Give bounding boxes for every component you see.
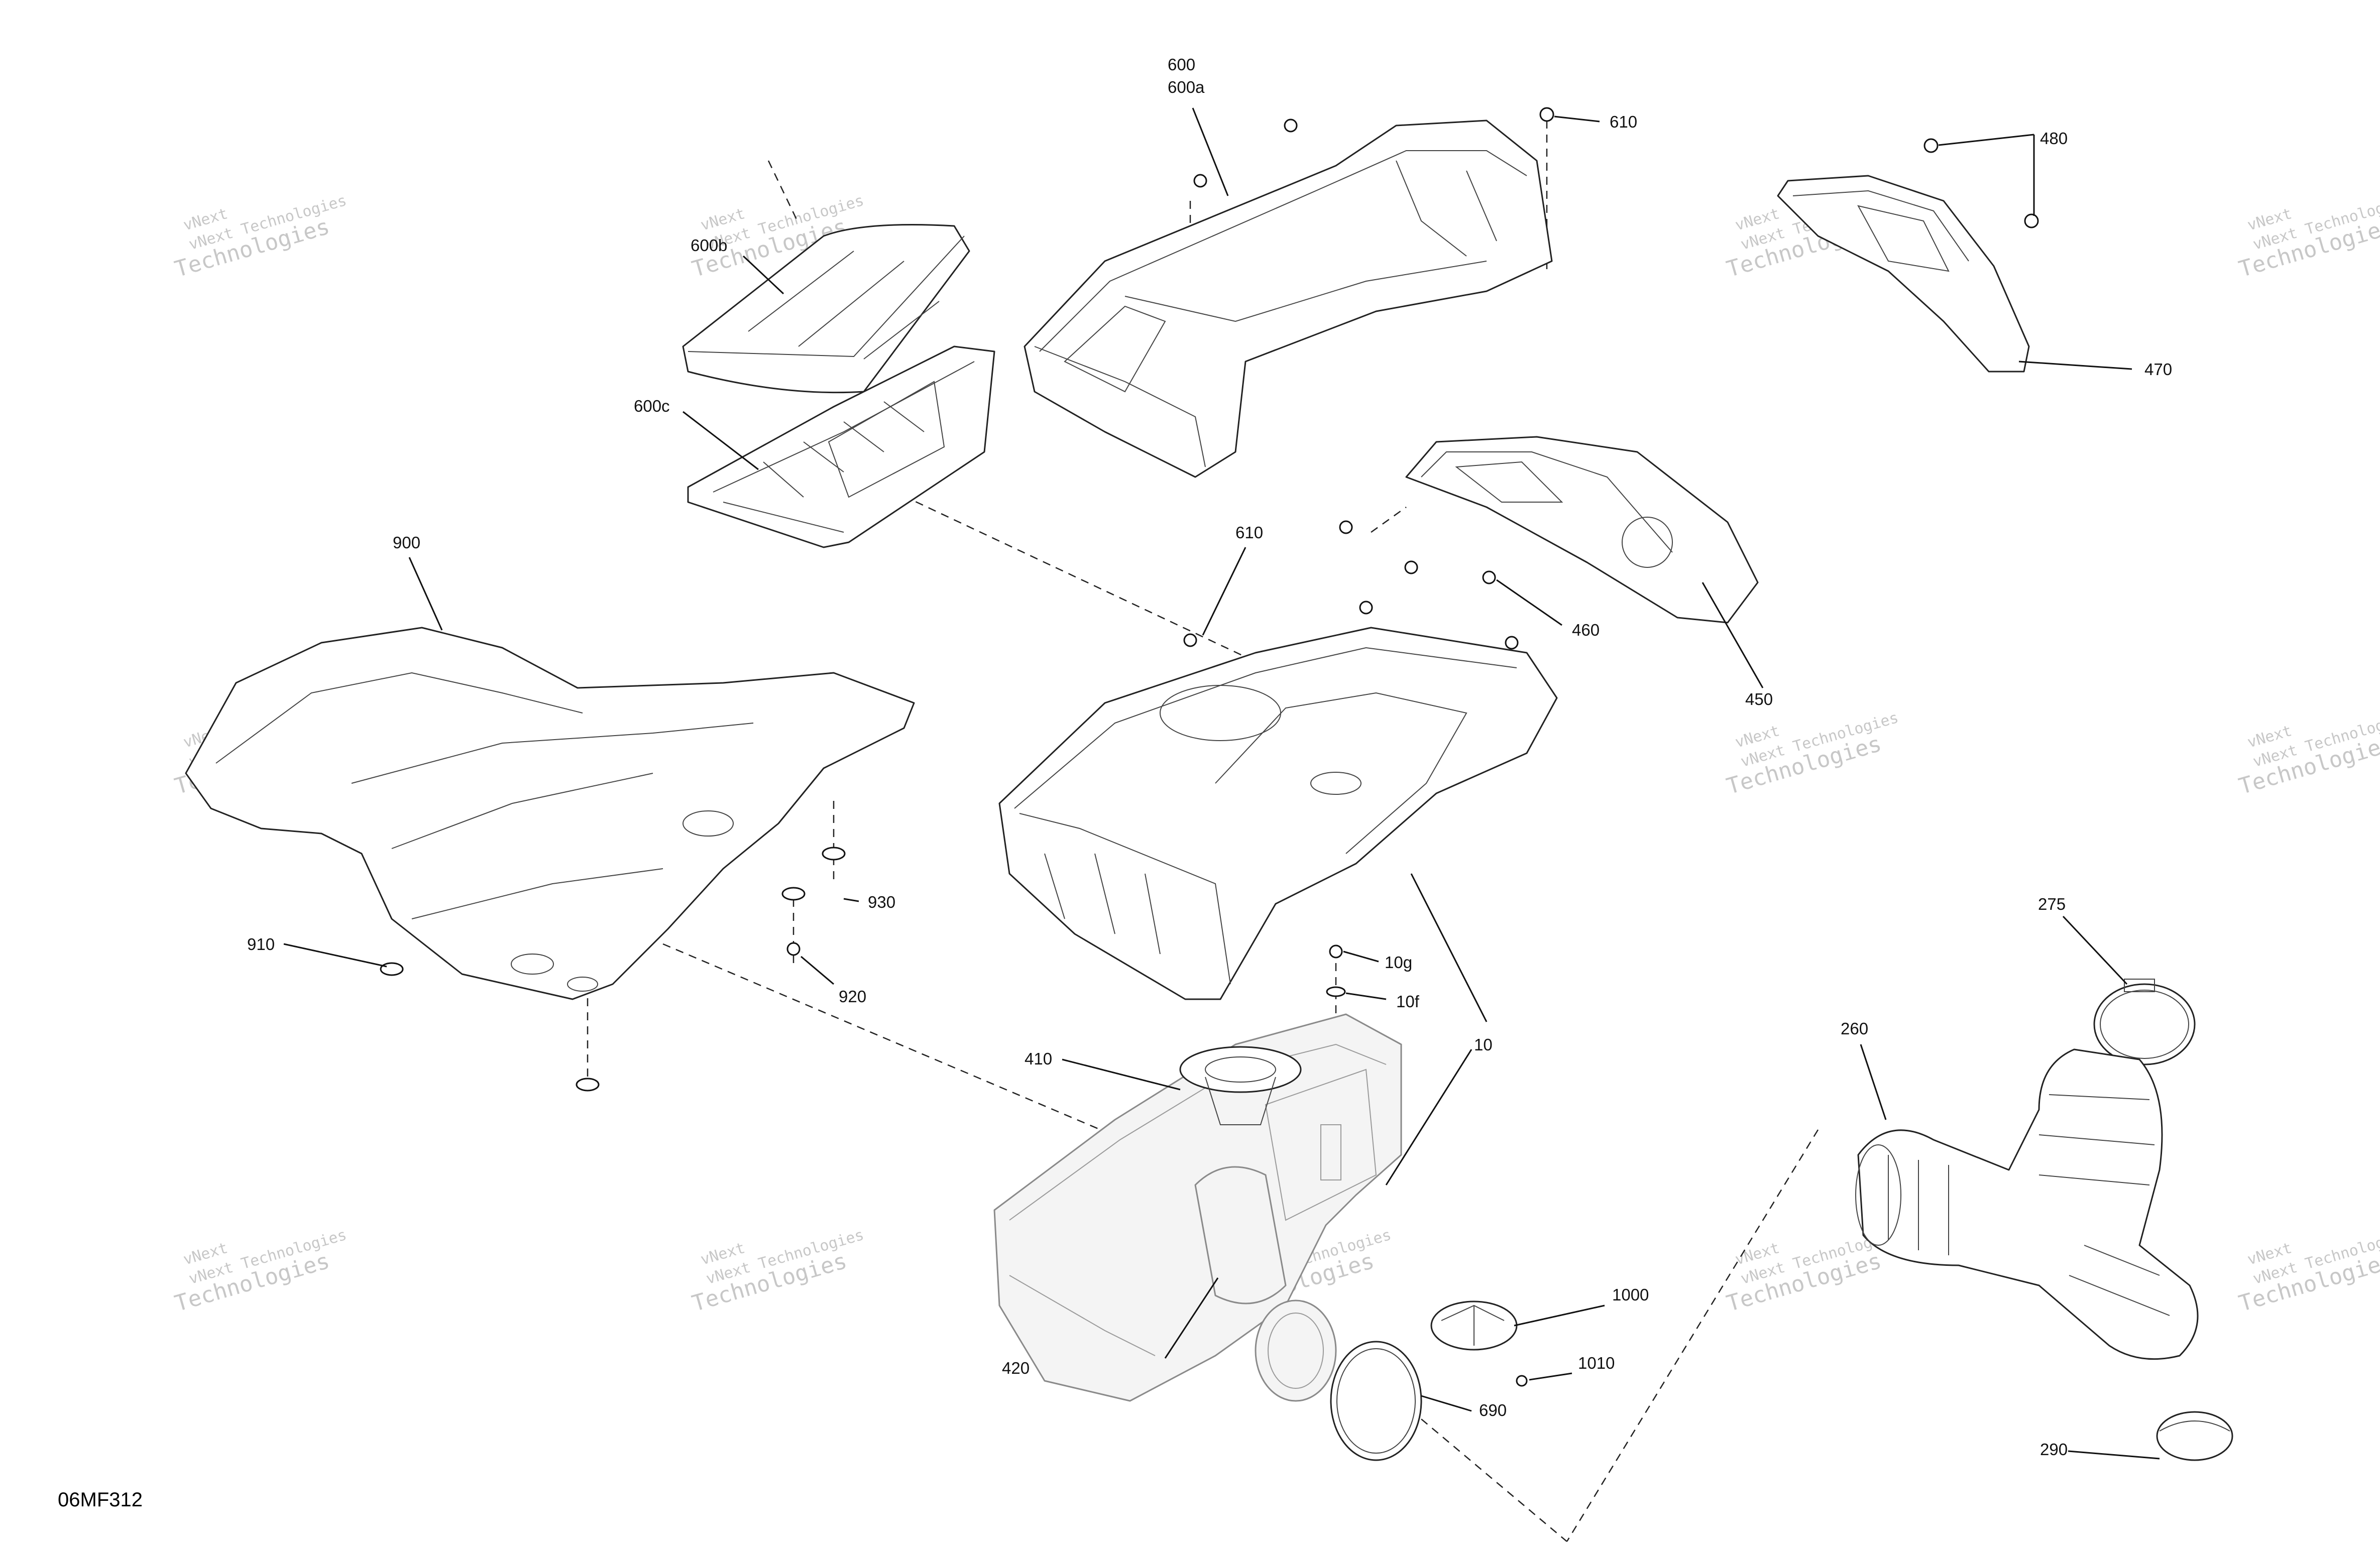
grommet-930	[781, 887, 806, 901]
callout-label-460: 460	[1572, 621, 1600, 639]
side-duct	[1405, 436, 1759, 624]
drain-cap	[1430, 1300, 1518, 1351]
screw	[1505, 636, 1519, 650]
screw-480-b	[2024, 213, 2039, 228]
screw	[1183, 633, 1197, 647]
callout-label-900: 900	[393, 533, 420, 552]
callout-label-290: 290	[2040, 1440, 2068, 1459]
funnel-adapter	[1179, 1046, 1302, 1125]
callout-label-930: 930	[868, 893, 895, 911]
airbox-base	[998, 627, 1558, 1000]
grommet-930	[822, 847, 846, 861]
screw	[1284, 118, 1298, 133]
callout-label-410: 410	[1025, 1049, 1052, 1068]
callout-label-10g: 10g	[1385, 953, 1412, 972]
callout-label-600c: 600c	[634, 397, 670, 415]
screw	[1359, 601, 1373, 615]
screw-610-mid	[1404, 560, 1418, 574]
filter-frame	[687, 345, 995, 548]
callout-label-600a: 600a	[1168, 78, 1205, 96]
nut-1010	[1516, 1375, 1528, 1387]
callout-label-470: 470	[2144, 360, 2172, 379]
screw-460-b	[1482, 570, 1496, 584]
washer-10f	[1326, 986, 1346, 997]
intake-duct-hose	[1855, 1048, 2199, 1360]
callout-label-600b: 600b	[691, 236, 727, 255]
screw	[1193, 174, 1207, 188]
callout-label-420: 420	[1002, 1359, 1030, 1377]
grommet-910	[576, 1078, 600, 1092]
callout-labels: 600 600a 600b 600c 610 610 480 470 460 4…	[247, 55, 2172, 1459]
fasteners	[380, 107, 2039, 1387]
callout-label-910: 910	[247, 935, 275, 954]
lower-shield	[185, 627, 915, 1000]
intake-housing	[993, 1013, 1402, 1402]
callout-label-10: 10	[1474, 1035, 1493, 1054]
screw-10g	[1329, 944, 1343, 959]
callout-label-610: 610	[1610, 112, 1637, 131]
drawing-code: 06MF312	[58, 1489, 143, 1511]
grommet-910	[380, 962, 404, 976]
callout-label-450: 450	[1745, 690, 1773, 708]
callout-label-1010: 1010	[1578, 1354, 1615, 1372]
callout-label-610: 610	[1235, 523, 1263, 542]
callout-label-275: 275	[2038, 895, 2066, 913]
screw-480-a	[1923, 138, 1939, 153]
end-cap-290	[2156, 1411, 2233, 1461]
side-trim-upper	[1777, 175, 2030, 373]
callout-label-690: 690	[1479, 1401, 1507, 1419]
screw-920	[786, 942, 801, 956]
leader-lines	[283, 107, 2160, 1460]
callout-label-920: 920	[839, 987, 866, 1006]
hose-clamp-690	[1330, 1341, 1422, 1461]
hose-clamp-275	[2093, 979, 2196, 1065]
callout-label-480: 480	[2040, 129, 2068, 148]
screw-610-top	[1539, 107, 1554, 122]
airbox-cover	[1024, 120, 1553, 478]
screw-460-a	[1339, 520, 1353, 534]
callout-label-1000: 1000	[1612, 1285, 1649, 1304]
callout-label-10f: 10f	[1396, 992, 1420, 1011]
callout-label-600: 600	[1168, 55, 1195, 74]
callout-label-260: 260	[1841, 1019, 1868, 1038]
